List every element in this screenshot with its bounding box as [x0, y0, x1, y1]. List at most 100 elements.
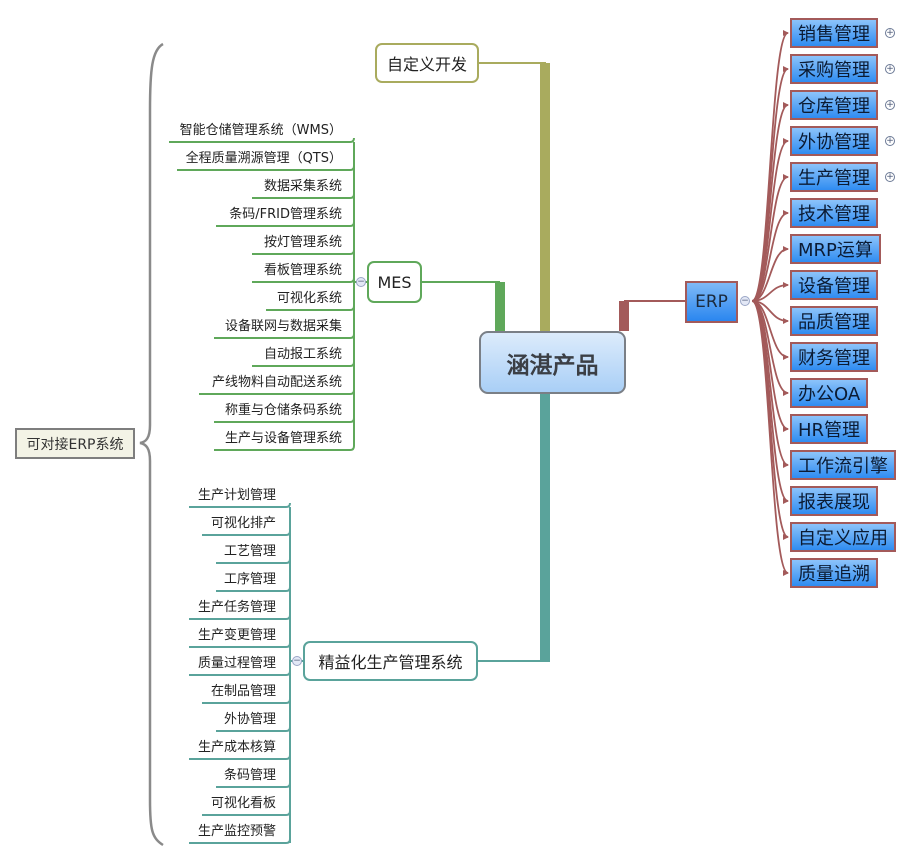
- lean-item[interactable]: 可视化排产: [210, 516, 276, 531]
- lean-item-underline: [202, 698, 291, 704]
- lean-item[interactable]: 条码管理: [223, 768, 276, 783]
- mes-item[interactable]: 生产与设备管理系统: [224, 431, 342, 446]
- mes-item[interactable]: 设备联网与数据采集: [224, 319, 342, 334]
- lean-item-underline: [202, 810, 291, 816]
- erp-module[interactable]: 采购管理: [790, 54, 878, 84]
- branch-erp-trunk: [619, 301, 629, 331]
- mes-item[interactable]: 看板管理系统: [263, 263, 342, 278]
- collapse-erp-icon[interactable]: −: [740, 296, 750, 306]
- mes-item-underline: [214, 417, 355, 423]
- topic-lean-production[interactable]: 精益化生产管理系统: [303, 641, 478, 681]
- erp-module[interactable]: HR管理: [790, 414, 869, 444]
- expand-icon[interactable]: +: [885, 172, 895, 182]
- erp-module[interactable]: 自定义应用: [790, 522, 896, 552]
- lean-item[interactable]: 外协管理: [223, 712, 276, 727]
- erp-arrow-icon: [783, 246, 789, 252]
- expand-icon[interactable]: +: [885, 100, 895, 110]
- lean-item[interactable]: 工序管理: [223, 572, 276, 587]
- lean-item[interactable]: 工艺管理: [223, 544, 276, 559]
- erp-module[interactable]: 设备管理: [790, 270, 878, 300]
- central-topic[interactable]: 涵湛产品: [479, 331, 626, 394]
- lean-item-underline: [202, 530, 291, 536]
- erp-module[interactable]: 销售管理: [790, 18, 878, 48]
- erp-module[interactable]: 技术管理: [790, 198, 878, 228]
- erp-arrow-icon: [783, 498, 789, 504]
- mes-item-underline: [252, 249, 355, 255]
- branch-mes-trunk: [495, 282, 505, 331]
- lean-item[interactable]: 生产变更管理: [197, 628, 276, 643]
- mes-item[interactable]: 数据采集系统: [263, 179, 342, 194]
- lean-item-underline: [216, 586, 291, 592]
- branch-custom-dev-trunk: [540, 63, 550, 331]
- erp-module[interactable]: 报表展现: [790, 486, 878, 516]
- erp-module[interactable]: 质量追溯: [790, 558, 878, 588]
- erp-arrow-icon: [783, 66, 789, 72]
- erp-arrow-icon: [783, 138, 789, 144]
- lean-item[interactable]: 质量过程管理: [197, 656, 276, 671]
- lean-item[interactable]: 生产计划管理: [197, 488, 276, 503]
- mes-item[interactable]: 自动报工系统: [263, 347, 342, 362]
- erp-module[interactable]: 仓库管理: [790, 90, 878, 120]
- lean-item-underline: [189, 614, 291, 620]
- lean-item-underline: [189, 754, 291, 760]
- lean-item-underline: [189, 642, 291, 648]
- lean-item-underline: [189, 838, 291, 844]
- erp-module[interactable]: 生产管理: [790, 162, 878, 192]
- erp-arrow-icon: [783, 390, 789, 396]
- mes-item[interactable]: 可视化系统: [276, 291, 342, 306]
- erp-connector: [751, 176, 789, 302]
- mes-item-underline: [266, 305, 355, 311]
- erp-module[interactable]: 外协管理: [790, 126, 878, 156]
- mes-item[interactable]: 全程质量溯源管理（QTS）: [185, 151, 342, 166]
- expand-icon[interactable]: +: [885, 28, 895, 38]
- erp-module[interactable]: MRP运算: [790, 234, 881, 264]
- erp-arrow-icon: [783, 102, 789, 108]
- mes-item[interactable]: 称重与仓储条码系统: [224, 403, 342, 418]
- lean-item[interactable]: 生产监控预警: [197, 824, 276, 839]
- mes-item[interactable]: 按灯管理系统: [263, 235, 342, 250]
- erp-connector: [751, 300, 789, 538]
- erp-arrow-icon: [783, 570, 789, 576]
- erp-module[interactable]: 品质管理: [790, 306, 878, 336]
- topic-mes[interactable]: MES: [367, 261, 422, 303]
- erp-arrow-icon: [783, 30, 789, 36]
- expand-icon[interactable]: +: [885, 136, 895, 146]
- erp-arrow-icon: [783, 354, 789, 360]
- erp-arrow-icon: [783, 318, 789, 324]
- erp-module[interactable]: 工作流引擎: [790, 450, 896, 480]
- collapse-mes-icon[interactable]: −: [356, 277, 366, 287]
- mes-item-underline: [214, 333, 355, 339]
- branch-custom-dev: [479, 62, 546, 331]
- erp-connector: [751, 212, 789, 302]
- summary-erp-compatible[interactable]: 可对接ERP系统: [15, 428, 135, 459]
- lean-item-underline: [216, 726, 291, 732]
- expand-icon[interactable]: +: [885, 64, 895, 74]
- lean-item[interactable]: 生产任务管理: [197, 600, 276, 615]
- mes-item[interactable]: 产线物料自动配送系统: [211, 375, 342, 390]
- erp-arrow-icon: [783, 462, 789, 468]
- branch-lean-trunk: [540, 394, 550, 662]
- lean-item[interactable]: 生产成本核算: [197, 740, 276, 755]
- topic-custom-dev[interactable]: 自定义开发: [375, 43, 479, 83]
- topic-erp[interactable]: ERP: [685, 281, 738, 323]
- lean-item-underline: [189, 670, 291, 676]
- erp-arrow-icon: [783, 210, 789, 216]
- erp-arrow-icon: [783, 282, 789, 288]
- erp-connector: [751, 300, 789, 574]
- summary-brace: [139, 42, 164, 847]
- erp-module[interactable]: 财务管理: [790, 342, 878, 372]
- collapse-lean-icon[interactable]: −: [292, 656, 302, 666]
- lean-item[interactable]: 可视化看板: [210, 796, 276, 811]
- erp-module[interactable]: 办公OA: [790, 378, 869, 408]
- mes-item-underline: [252, 361, 355, 367]
- erp-arrow-icon: [783, 534, 789, 540]
- erp-connector: [751, 104, 789, 302]
- mes-item[interactable]: 条码/FRID管理系统: [229, 207, 342, 222]
- lean-item-underline: [189, 502, 291, 508]
- lean-item-underline: [216, 782, 291, 788]
- mes-item[interactable]: 智能仓储管理系统（WMS）: [179, 123, 342, 138]
- lean-item[interactable]: 在制品管理: [210, 684, 276, 699]
- mes-item-underline: [199, 389, 355, 395]
- mes-item-underline: [214, 445, 355, 451]
